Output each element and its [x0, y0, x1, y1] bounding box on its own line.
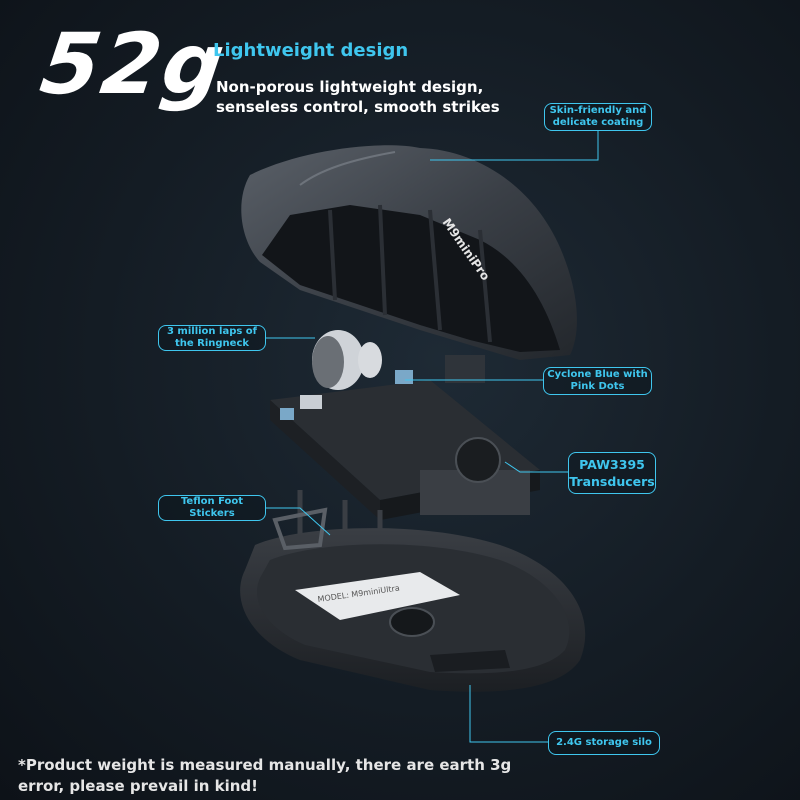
headline: Lightweight design [213, 40, 409, 61]
weight-label: 52g [35, 15, 232, 113]
pcb-assembly [270, 355, 540, 520]
callout-coating: Skin-friendly and delicate coating [544, 103, 652, 131]
callout-sensor: PAW3395 Transducers [568, 452, 656, 494]
callout-teflon: Teflon Foot Stickers [158, 495, 266, 521]
leader-lines [265, 130, 599, 743]
callout-ringneck: 3 million laps of the Ringneck [158, 325, 266, 351]
callout-storage: 2.4G storage silo [548, 731, 660, 755]
mouse-base: MODEL: M9miniUltra [240, 507, 586, 692]
footnote: *Product weight is measured manually, th… [18, 756, 512, 795]
scroll-wheel [312, 330, 382, 390]
callout-cyclone: Cyclone Blue with Pink Dots [543, 367, 652, 395]
subhead: Non-porous lightweight design, senseless… [216, 78, 500, 116]
top-shell: M9miniPro [241, 145, 577, 360]
